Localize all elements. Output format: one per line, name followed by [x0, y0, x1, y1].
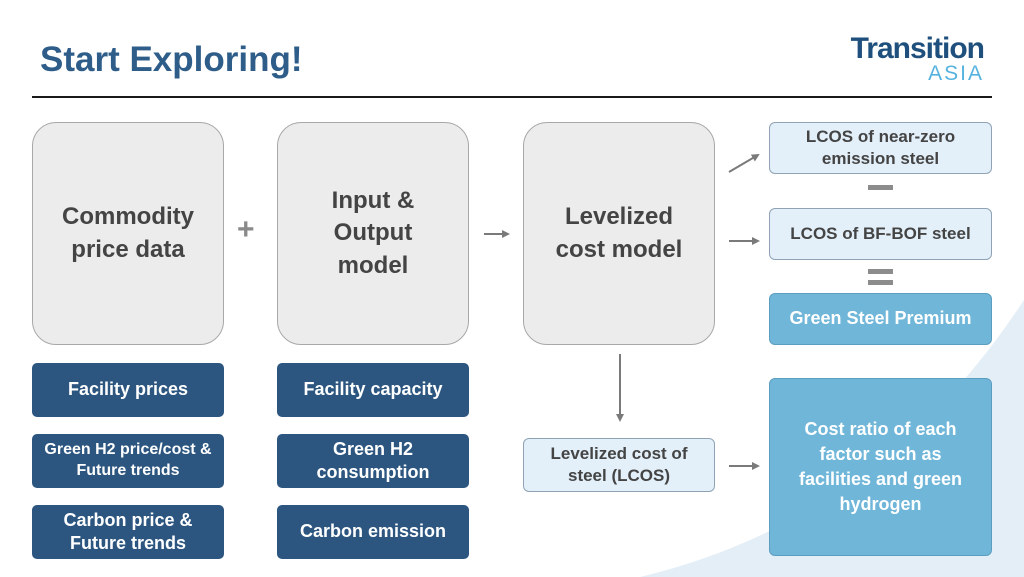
- carbon-emission-label: Carbon emission: [299, 521, 447, 542]
- facility-capacity-box: Facility capacity: [277, 363, 469, 417]
- carbon-price-label: Carbon price & Future trends: [63, 509, 193, 553]
- lcos-bf-bof-label: LCOS of BF-BOF steel: [790, 223, 971, 243]
- carbon-emission-box: Carbon emission: [277, 505, 469, 559]
- input-output-model-box: Input & Output model: [277, 122, 469, 345]
- green-h2-consumption-box: Green H2 consumption: [277, 434, 469, 488]
- carbon-price-box: Carbon price & Future trends: [32, 505, 224, 559]
- cost-ratio-box: Cost ratio of each factor such as facili…: [769, 378, 992, 556]
- equals-operator-bottom: [868, 280, 893, 285]
- levelized-cost-model-box: Levelized cost model: [523, 122, 715, 345]
- green-steel-premium-label: Green Steel Premium: [789, 308, 972, 329]
- plus-operator: +: [237, 213, 255, 246]
- cost-ratio-label: Cost ratio of each factor such as facili…: [798, 418, 963, 515]
- page-title: Start Exploring!: [40, 40, 303, 79]
- lcos-near-zero-label: LCOS of near-zero emission steel: [805, 126, 956, 168]
- green-h2-consumption-label: Green H2 consumption: [316, 438, 430, 482]
- commodity-price-data-box: Commodity price data: [32, 122, 224, 345]
- logo-text-sub: ASIA: [928, 62, 984, 85]
- levelized-cost-model-label: Levelized cost model: [555, 203, 683, 263]
- minus-operator: [868, 185, 893, 190]
- commodity-price-data-label: Commodity price data: [62, 203, 194, 263]
- green-h2-price-box: Green H2 price/cost & Future trends: [32, 434, 224, 488]
- facility-prices-box: Facility prices: [32, 363, 224, 417]
- input-output-model-label: Input & Output model: [331, 186, 415, 279]
- arrow-to-near-zero: [728, 153, 760, 173]
- title-divider: [32, 96, 992, 98]
- transition-asia-logo: Transition ASIA: [838, 32, 988, 88]
- lcos-output-label: Levelized cost of steel (LCOS): [550, 443, 688, 485]
- lcos-output-box: Levelized cost of steel (LCOS): [523, 438, 715, 492]
- facility-prices-label: Facility prices: [67, 379, 189, 400]
- equals-operator-top: [868, 269, 893, 274]
- lcos-near-zero-box: LCOS of near-zero emission steel: [769, 122, 992, 174]
- logo-text-main: Transition: [850, 32, 985, 65]
- green-steel-premium-box: Green Steel Premium: [769, 293, 992, 345]
- facility-capacity-label: Facility capacity: [303, 379, 443, 400]
- lcos-bf-bof-box: LCOS of BF-BOF steel: [769, 208, 992, 260]
- green-h2-price-label: Green H2 price/cost & Future trends: [44, 441, 212, 479]
